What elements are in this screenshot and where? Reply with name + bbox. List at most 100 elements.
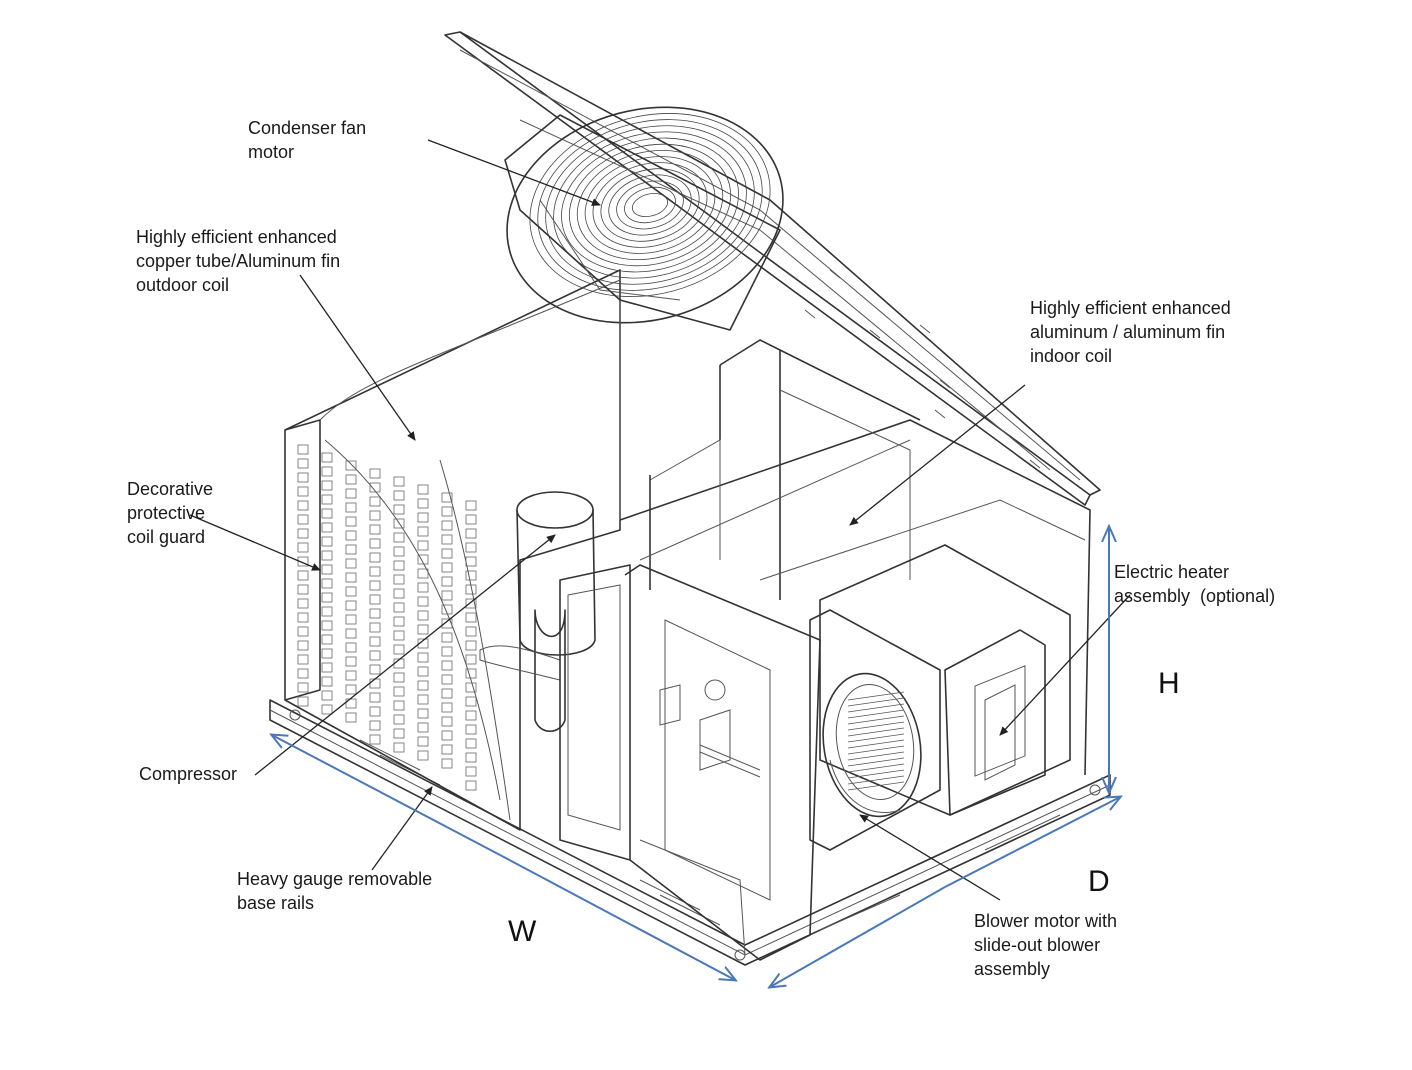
louver-slot bbox=[345, 628, 357, 639]
louver-slot bbox=[369, 594, 381, 605]
louver-slot bbox=[393, 700, 405, 711]
louver-slot bbox=[393, 546, 405, 557]
louver-slot bbox=[417, 554, 429, 565]
louver-slot bbox=[321, 606, 333, 617]
top-lid bbox=[444, 31, 1101, 506]
fan-guard-ring bbox=[561, 137, 739, 273]
louver-slot bbox=[297, 654, 309, 665]
louver-slot bbox=[393, 630, 405, 641]
louver-slot bbox=[345, 474, 357, 485]
louver-slot bbox=[417, 736, 429, 747]
louver-slot bbox=[297, 556, 309, 567]
fan-guard-ring bbox=[584, 156, 716, 254]
fan-guard-ring bbox=[553, 131, 747, 279]
louver-slot bbox=[369, 482, 381, 493]
louver-slot bbox=[417, 512, 429, 523]
louver-slot bbox=[417, 498, 429, 509]
louver-slot bbox=[465, 724, 477, 735]
louver-slot bbox=[297, 472, 309, 483]
louver-slot bbox=[393, 714, 405, 725]
label-line: Highly efficient enhanced bbox=[1030, 298, 1231, 318]
label-line: Blower motor with bbox=[974, 911, 1118, 931]
blower-vane bbox=[847, 697, 905, 707]
fan-guard-ring bbox=[592, 162, 708, 248]
louver-slot bbox=[465, 542, 477, 553]
louver-slot bbox=[393, 672, 405, 683]
louver-slot bbox=[345, 488, 357, 499]
louver-slot bbox=[465, 584, 477, 595]
fan-guard-ring bbox=[537, 119, 763, 291]
louver-slot bbox=[297, 612, 309, 623]
louver-slot bbox=[321, 578, 333, 589]
louver-slot bbox=[297, 626, 309, 637]
louver-slot bbox=[345, 586, 357, 597]
label-line: motor bbox=[248, 142, 295, 162]
louver-slot bbox=[297, 668, 309, 679]
louver-slot bbox=[369, 566, 381, 577]
louver-slot bbox=[417, 484, 429, 495]
louver-slot bbox=[465, 766, 477, 777]
label-blower: Blower motor with slide-out blower assem… bbox=[974, 909, 1117, 981]
label-line: base rails bbox=[237, 893, 315, 913]
louver-slot bbox=[321, 536, 333, 547]
louver-slot bbox=[417, 624, 429, 635]
louver-slot bbox=[417, 582, 429, 593]
louver-slot bbox=[345, 558, 357, 569]
louver-slot bbox=[321, 690, 333, 701]
louver-slot bbox=[441, 506, 453, 517]
louver-slot bbox=[417, 526, 429, 537]
louver-slot bbox=[321, 508, 333, 519]
louver-slot bbox=[297, 584, 309, 595]
louver-slot bbox=[369, 720, 381, 731]
louver-slot bbox=[369, 650, 381, 661]
louver-slot bbox=[417, 722, 429, 733]
louver-slot bbox=[441, 618, 453, 629]
fan-guard-ring bbox=[600, 168, 700, 242]
louver-slot bbox=[465, 556, 477, 567]
blower-vane bbox=[847, 751, 905, 761]
condenser-fan bbox=[504, 106, 784, 520]
louver-slot bbox=[393, 686, 405, 697]
louver-slot bbox=[321, 494, 333, 505]
label-line: slide-out blower bbox=[974, 935, 1101, 955]
louver-slot bbox=[441, 590, 453, 601]
louver-slot bbox=[441, 492, 453, 503]
label-line: Electric heater bbox=[1114, 562, 1230, 582]
louver-slot bbox=[369, 580, 381, 591]
louver-slot bbox=[393, 504, 405, 515]
electric-heater bbox=[944, 629, 1046, 816]
louver-slot bbox=[297, 486, 309, 497]
label-line: Heavy gauge removable bbox=[237, 869, 433, 889]
louver-slot bbox=[393, 588, 405, 599]
louver-slot bbox=[465, 514, 477, 525]
louver-slot bbox=[441, 534, 453, 545]
louver-slot bbox=[441, 576, 453, 587]
louver-slot bbox=[369, 636, 381, 647]
dimension-arrows bbox=[272, 527, 1120, 987]
louver-slot bbox=[441, 716, 453, 727]
louver-slot bbox=[465, 598, 477, 609]
louver-slot bbox=[321, 662, 333, 673]
louver-slot bbox=[297, 640, 309, 651]
louver-slot bbox=[417, 638, 429, 649]
label-compressor: Compressor bbox=[139, 762, 237, 786]
louver-slot bbox=[393, 728, 405, 739]
label-line: protective bbox=[127, 503, 206, 523]
louver-slot bbox=[297, 598, 309, 609]
louver-slot bbox=[465, 640, 477, 651]
louver-slot bbox=[297, 696, 309, 707]
fan-guard-ring bbox=[631, 192, 669, 218]
louver-slot bbox=[417, 680, 429, 691]
label-base-rails: Heavy gauge removable base rails bbox=[237, 867, 432, 915]
label-line: Compressor bbox=[139, 764, 238, 784]
label-outdoor-coil: Highly efficient enhanced copper tube/Al… bbox=[136, 225, 340, 297]
louver-slot bbox=[465, 626, 477, 637]
louver-slot bbox=[441, 520, 453, 531]
fan-guard-ring bbox=[576, 149, 724, 261]
label-condenser-fan-motor: Condenser fan motor bbox=[248, 116, 366, 164]
blower-vane bbox=[847, 715, 905, 725]
louver-slot bbox=[297, 528, 309, 539]
label-coil-guard: Decorative protective coil guard bbox=[127, 477, 213, 549]
